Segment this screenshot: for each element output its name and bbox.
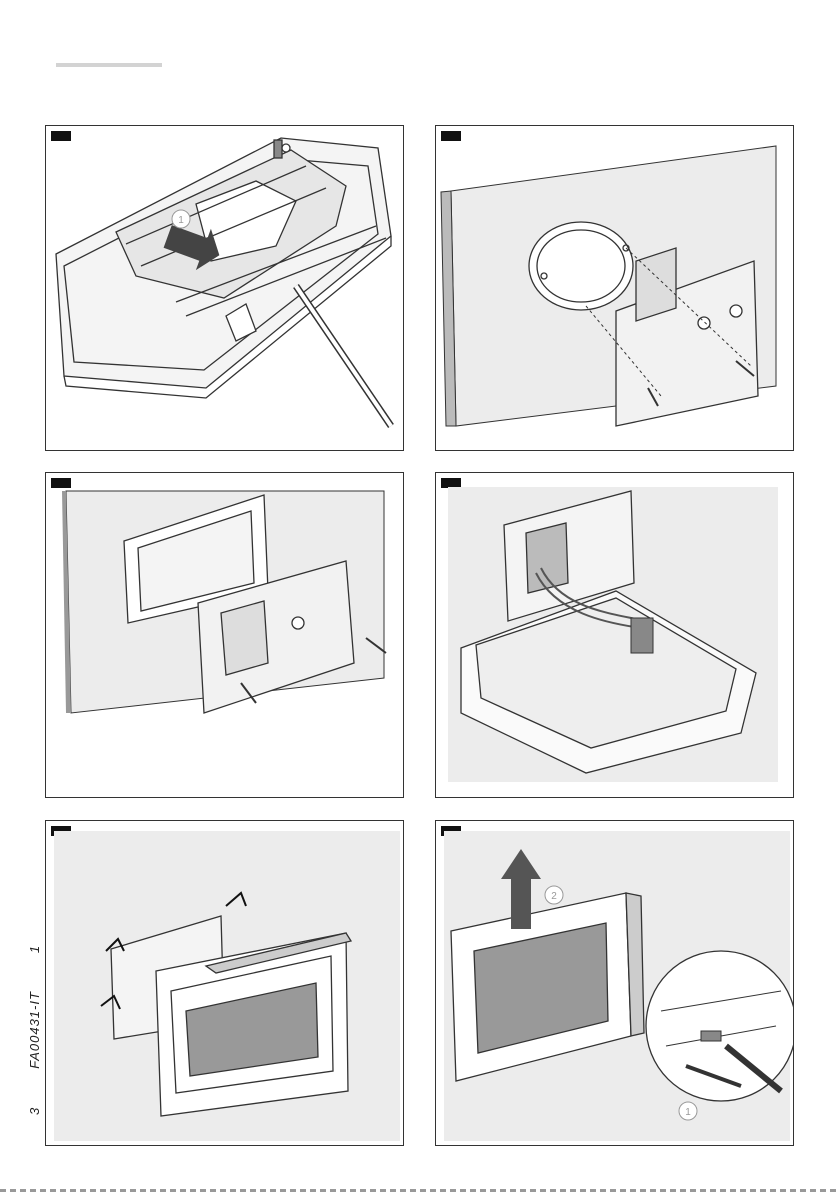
monitor-removal-illustration: 2 1 (436, 821, 793, 1145)
callout-1-bottom: 1 (685, 1107, 691, 1118)
round-box-icon (529, 222, 633, 310)
monitor-hooking-illustration (46, 821, 403, 1145)
figure-panel-6: 2 1 (435, 820, 794, 1146)
callout-2: 2 (551, 891, 557, 902)
screwdriver-icon (296, 286, 391, 426)
figure-panel-3 (45, 472, 404, 798)
rect-box-mounting-illustration (46, 473, 403, 797)
document-code: FA00431-IT (27, 991, 42, 1069)
figure-panel-2 (435, 125, 794, 451)
page-number: 3 (27, 1107, 42, 1115)
figure-panel-1: 1 (45, 125, 404, 451)
terminal-block-icon (631, 618, 653, 653)
monitor-back-illustration: 1 (46, 126, 403, 450)
figure-panel-5 (45, 820, 404, 1146)
document-version: 1 (27, 945, 42, 953)
cable-connection-illustration (436, 473, 793, 797)
round-box-mounting-illustration (436, 126, 793, 450)
figure-panel-4 (435, 472, 794, 798)
callout-1: 1 (178, 215, 184, 226)
header-rule (56, 63, 162, 67)
side-document-code: 3 FA00431-IT 1 (27, 907, 42, 1115)
